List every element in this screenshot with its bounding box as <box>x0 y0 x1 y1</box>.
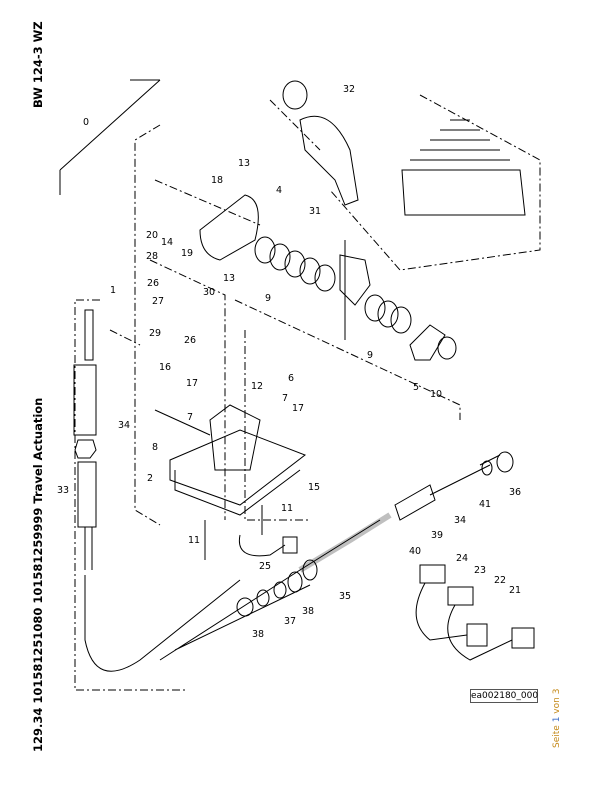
callout-22: 22 <box>494 575 506 586</box>
callout-39: 39 <box>431 530 443 541</box>
callout-8: 8 <box>152 442 158 453</box>
callout-31: 31 <box>309 206 321 217</box>
callout-4: 4 <box>276 185 282 196</box>
callout-28: 28 <box>146 251 158 262</box>
callout-33: 33 <box>57 485 69 496</box>
callout-12: 12 <box>251 381 263 392</box>
callout-0: 0 <box>83 117 89 128</box>
callout-7: 7 <box>187 412 193 423</box>
callout-16: 16 <box>159 362 171 373</box>
callout-19: 19 <box>181 248 193 259</box>
callout-27: 27 <box>152 296 164 307</box>
callout-41: 41 <box>479 499 491 510</box>
callout-17: 17 <box>292 403 304 414</box>
callout-36: 36 <box>509 487 521 498</box>
callout-24: 24 <box>456 553 468 564</box>
callout-14: 14 <box>161 237 173 248</box>
callout-26: 26 <box>147 278 159 289</box>
callout-30: 30 <box>203 287 215 298</box>
callout-35: 35 <box>339 591 351 602</box>
callout-18: 18 <box>211 175 223 186</box>
drawing-id-box: ea002180_000 <box>470 689 539 703</box>
callout-21: 21 <box>509 585 521 596</box>
callout-29: 29 <box>149 328 161 339</box>
callout-26: 26 <box>184 335 196 346</box>
callout-13: 13 <box>238 158 250 169</box>
callout-15: 15 <box>308 482 320 493</box>
callout-37: 37 <box>284 616 296 627</box>
callout-11: 11 <box>281 503 293 514</box>
callout-32: 32 <box>343 84 355 95</box>
callout-17: 17 <box>186 378 198 389</box>
callout-40: 40 <box>409 546 421 557</box>
callout-20: 20 <box>146 230 158 241</box>
callout-38: 38 <box>302 606 314 617</box>
callout-9: 9 <box>265 293 271 304</box>
callout-10: 10 <box>430 389 442 400</box>
callout-34: 34 <box>118 420 130 431</box>
callout-6: 6 <box>288 373 294 384</box>
callout-23: 23 <box>474 565 486 576</box>
callout-5: 5 <box>413 382 419 393</box>
callout-11: 11 <box>188 535 200 546</box>
callout-7: 7 <box>282 393 288 404</box>
callout-25: 25 <box>259 561 271 572</box>
callout-9: 9 <box>367 350 373 361</box>
callout-34: 34 <box>454 515 466 526</box>
callout-1: 1 <box>110 285 116 296</box>
callout-13: 13 <box>223 273 235 284</box>
callout-38: 38 <box>252 629 264 640</box>
callout-2: 2 <box>147 473 153 484</box>
